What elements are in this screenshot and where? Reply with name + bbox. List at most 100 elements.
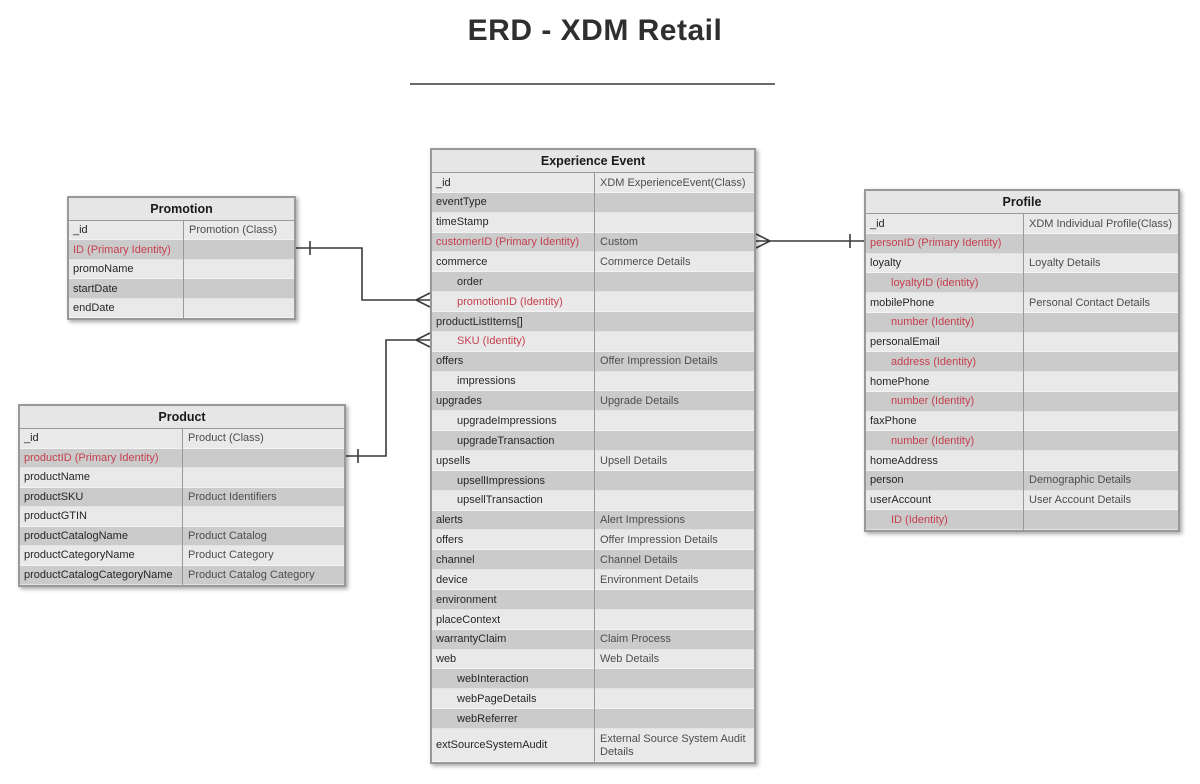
field-cell: faxPhone [870, 415, 917, 428]
desc-cell [594, 371, 754, 392]
crow-foot-icon [415, 292, 431, 301]
field-cell: productGTIN [24, 510, 87, 523]
table-row: productCatalogName Product Catalog [20, 526, 344, 546]
table-row: personID (Primary Identity) [866, 233, 1178, 254]
field-cell: mobilePhone [870, 296, 935, 309]
table-row: timeStamp [432, 212, 754, 233]
field-cell: _id [436, 176, 451, 189]
field-cell: personID (Primary Identity) [870, 237, 1002, 250]
desc-cell [182, 448, 344, 468]
desc-cell [183, 240, 294, 260]
table-row: productName [20, 468, 344, 488]
connector-experience-event-profile[interactable] [755, 233, 864, 249]
desc-cell [1023, 233, 1178, 254]
field-cell: SKU (Identity) [457, 335, 526, 348]
desc-cell [1023, 352, 1178, 372]
field-cell: warrantyClaim [436, 633, 507, 646]
diagram-title: ERD - XDM Retail [467, 14, 723, 47]
table-row: SKU (Identity) [432, 331, 754, 352]
table-row: promoName [69, 259, 294, 280]
desc-cell [594, 292, 754, 313]
field-cell: _id [870, 217, 885, 230]
crow-foot-icon [415, 299, 431, 308]
field-cell: environment [436, 593, 497, 606]
table-row: upsellTransaction [432, 490, 754, 511]
connector-line[interactable] [346, 339, 430, 457]
desc-cell [1023, 391, 1178, 412]
table-row: mobilePhone Personal Contact Details [866, 293, 1178, 313]
field-cell: offers [436, 355, 464, 368]
desc-cell [594, 411, 754, 432]
field-cell: extSourceSystemAudit [436, 739, 548, 752]
desc-cell [594, 272, 754, 293]
table-row: productGTIN [20, 507, 344, 527]
desc-cell [182, 468, 344, 488]
desc-cell: Upgrade Details [594, 391, 754, 412]
field-cell: homeAddress [870, 454, 938, 467]
field-cell: productSKU [24, 490, 84, 503]
field-cell: startDate [73, 282, 118, 295]
desc-cell [1023, 312, 1178, 333]
desc-cell: Offer Impression Details [594, 530, 754, 551]
field-cell: productCatalogName [24, 529, 128, 542]
entity-title: Profile [866, 191, 1178, 214]
desc-cell: External Source System Audit Details [594, 729, 754, 763]
field-cell: homePhone [870, 375, 930, 388]
table-row: faxPhone [866, 411, 1178, 432]
field-cell: productName [24, 471, 91, 484]
desc-cell: Product Catalog Category [182, 565, 344, 585]
table-row: ID (Identity) [866, 510, 1178, 530]
desc-cell [594, 431, 754, 452]
desc-cell [594, 490, 754, 511]
connector-promotion-experience-event[interactable] [296, 241, 431, 308]
field-cell: productID (Primary Identity) [24, 451, 159, 464]
desc-cell [182, 507, 344, 527]
table-row: upgradeImpressions [432, 411, 754, 432]
table-row: placeContext [432, 609, 754, 630]
table-row: customerID (Primary Identity)Custom [432, 232, 754, 253]
desc-cell: Commerce Details [594, 252, 754, 273]
field-cell: _id [73, 224, 88, 237]
field-cell: upgradeImpressions [457, 414, 557, 427]
field-cell: ID (Primary Identity) [73, 243, 171, 256]
connector-product-experience-event[interactable] [346, 332, 431, 463]
table-row: address (Identity) [866, 352, 1178, 372]
desc-cell [594, 590, 754, 610]
desc-cell: Product Category [182, 546, 344, 566]
desc-cell [594, 192, 754, 213]
field-cell: order [457, 275, 483, 288]
table-row: productID (Primary Identity) [20, 448, 344, 468]
field-cell: endDate [73, 301, 115, 314]
field-cell: promotionID (Identity) [457, 295, 563, 308]
table-row: number (Identity) [866, 431, 1178, 451]
desc-cell: Channel Details [594, 550, 754, 571]
table-row: upsellImpressions [432, 470, 754, 491]
connector-line[interactable] [296, 247, 430, 301]
desc-cell [1023, 510, 1178, 530]
desc-cell: Product Catalog [182, 526, 344, 546]
desc-cell: Upsell Details [594, 451, 754, 471]
desc-cell: Personal Contact Details [1023, 293, 1178, 313]
field-cell: webPageDetails [457, 692, 537, 705]
desc-cell [183, 259, 294, 280]
desc-cell: Environment Details [594, 570, 754, 591]
field-cell: upsellTransaction [457, 494, 543, 507]
table-row: number (Identity) [866, 391, 1178, 412]
desc-cell: Loyalty Details [1023, 253, 1178, 274]
desc-cell [594, 609, 754, 630]
